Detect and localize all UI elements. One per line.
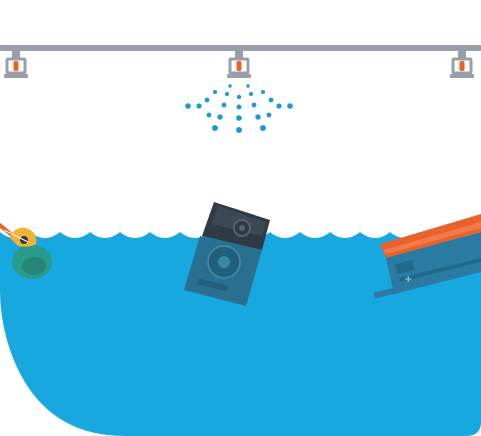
spray-drops-icon (185, 84, 293, 133)
sprinkler-pipe (0, 45, 481, 51)
speaker-icon (184, 202, 270, 306)
flood-water (0, 232, 481, 436)
instrument-case-icon: + (373, 214, 481, 299)
case-plus-mark: + (404, 274, 412, 285)
right-sprinkler-icon (450, 51, 474, 78)
center-sprinkler-icon (227, 51, 251, 78)
guitar-icon (0, 222, 52, 279)
left-sprinkler-icon (4, 51, 28, 78)
